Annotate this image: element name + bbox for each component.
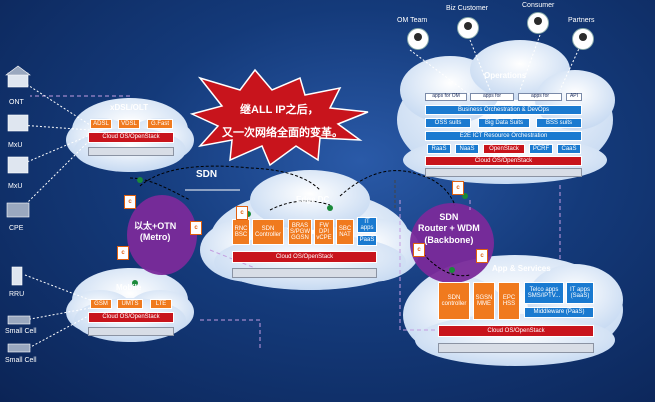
device-label: MxU [8,142,23,149]
access-box-adsl: ADSL [90,119,112,129]
banner-line-2: 又一次网络全面的变革。 [222,127,343,139]
controller-marker: c [117,246,129,260]
ops-service-raas: RaaS [427,144,451,154]
backbone-line-1: SDN [439,212,459,222]
mobile-box-lte: LTE [150,299,172,309]
ops-service-naas: NaaS [455,144,479,154]
edge-rack [232,268,377,278]
app-platform: Cloud OS/OpenStack [438,325,594,337]
edge-box-bras: BRAS S/PGW GGSN [288,219,312,245]
controller-marker: c [413,243,425,257]
persona-consumer-icon [527,12,549,34]
ops-cloud-title: Operations [484,71,527,80]
backbone-line-3: (Backbone) [424,234,474,245]
backbone-line-2: Router + WDM [418,223,480,234]
sdn-label: SDN [196,169,218,180]
app-box-telco: Telco apps SMS/IPTV... [524,282,564,304]
ops-e2e-orchestration: E2E ICT Resource Orchestration [425,131,582,141]
ops-suit-oss: OSS suits [425,118,471,128]
persona-label: Biz Customer [446,5,489,12]
controller-marker: c [236,206,248,220]
ops-suit-bigdata: Big Data Suits [478,118,530,128]
edge-cloud-title: Edge DC [296,195,330,204]
device-label: ONT [9,99,24,106]
mobile-box-umts: UMTS [117,299,143,309]
mobile-rack [88,327,174,336]
ops-rack [425,168,582,177]
ops-app-api: API [566,93,582,101]
backbone-ring [410,203,494,283]
persona-label: Consumer [522,2,555,9]
edge-box-it-apps: IT apps [357,217,377,233]
mobile-cloud-title: Mobile [116,283,142,292]
edge-box-fw: FW DPI vCPE [314,219,334,245]
edge-box-sdn-controller: SDN Controller [252,219,284,245]
persona-label: Partners [568,17,595,24]
ops-platform: Cloud OS/OpenStack [425,156,582,166]
ops-app-2: apps for [470,93,514,101]
edge-box-rnc: RNC BSC [232,219,250,245]
device-label: Small Cell [5,328,37,335]
ops-suit-bss: BSS suits [536,118,582,128]
metro-line-1: 以太+OTN [134,221,177,231]
metro-ring-label: 以太+OTN (Metro) [134,221,176,244]
ops-app-3: apps for [518,93,562,101]
access-box-vdsl: VDSL [118,119,140,129]
ops-biz-orchestration: Business Orchestration & DevOps [425,105,582,115]
app-box-epc: EPC HSS [498,282,520,320]
controller-marker: c [124,195,136,209]
controller-marker: c [452,181,464,195]
persona-om-team-icon [407,28,429,50]
app-box-it-apps: IT apps (SaaS) [566,282,594,304]
access-platform: Cloud OS/OpenStack [88,132,174,143]
banner-line-1: 继ALL IP之后， [240,104,319,116]
edge-platform: Cloud OS/OpenStack [232,251,377,263]
app-box-middleware: Middleware (PaaS) [524,307,594,318]
persona-label: OM Team [397,17,428,24]
controller-marker: c [190,221,202,235]
device-label: MxU [8,183,23,190]
ops-service-openstack: OpenStack [483,144,525,154]
ops-service-caas: CaaS [557,144,581,154]
app-box-sgsn: SGSN MME [473,282,495,320]
mobile-box-gsm: GSM [90,299,112,309]
device-label: CPE [9,225,24,232]
ops-service-pcrf: PCRF [529,144,553,154]
edge-box-sbc: SBC NAT [336,219,354,245]
metro-line-2: (Metro) [139,232,171,243]
access-rack [88,147,174,156]
access-cloud-title: xDSL/OLT [110,103,149,112]
app-rack [438,343,594,353]
device-icons [5,65,31,353]
ops-app-om: apps for OM [425,93,467,101]
metro-ring [127,195,197,275]
access-box-gfast: G.Fast [147,119,173,129]
persona-biz-customer-icon [457,17,479,39]
backbone-ring-label: SDN Router + WDM (Backbone) [418,212,480,246]
device-label: Small Cell [5,357,37,364]
banner-starburst [189,68,369,167]
persona-partners-icon [572,28,594,50]
controller-marker: c [476,249,488,263]
device-label: RRU [9,291,25,298]
mobile-platform: Cloud OS/OpenStack [88,312,174,323]
app-cloud-title: App & Services [492,264,551,273]
app-box-sdn-controller: SDN controller [438,282,470,320]
edge-box-paas: PaaS [357,235,377,246]
